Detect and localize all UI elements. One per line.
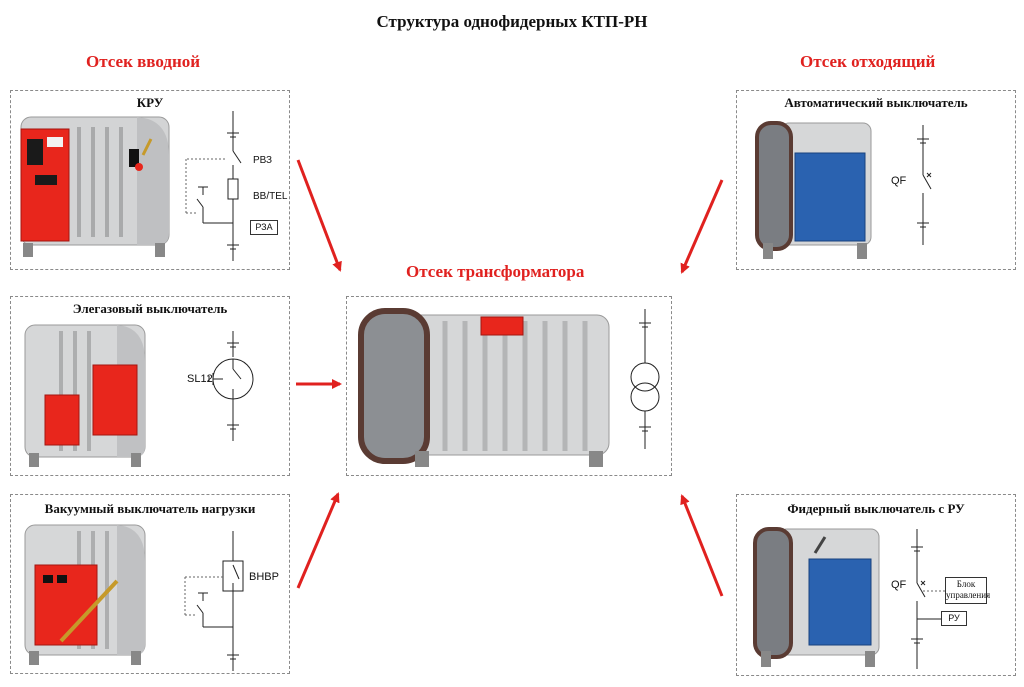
module-feeder-box: Фидерный выключатель с РУ QF Блок управл…	[736, 494, 1016, 676]
arrow-vacuum-to-transformer	[296, 492, 340, 589]
sf6-label-sl12: SL12	[187, 373, 213, 385]
module-vacuum-box: Вакуумный выключатель нагрузки ВНВР	[10, 494, 290, 674]
module-auto-caption: Автоматический выключатель	[784, 95, 968, 110]
transformer-tank-image	[358, 308, 610, 467]
auto-label-qf: QF	[891, 175, 907, 187]
module-kru-box: КРУ РВЗ ВВ/TEL РЗА	[10, 90, 290, 270]
feeder-label-control-block: Блок управления	[945, 577, 990, 604]
feeder-label-ru: РУ	[941, 611, 967, 626]
arrow-auto-to-transformer	[680, 179, 724, 274]
sf6-circuit-schematic	[208, 331, 254, 441]
diagram-title: Структура однофидерных КТП-РН	[376, 12, 648, 31]
feeder-circuit-schematic	[911, 529, 947, 669]
kru-label-rvz: РВЗ	[253, 155, 273, 166]
section-output-heading: Отсек отходящий	[800, 52, 936, 71]
kru-cabinet-image	[20, 116, 170, 257]
feeder-label-qf: QF	[891, 579, 907, 591]
module-sf6-caption: Элегазовый выключатель	[72, 301, 228, 316]
vacuum-label-vnvr: ВНВР	[249, 571, 279, 583]
arrow-kru-to-transformer	[296, 159, 342, 272]
transformer-box	[346, 296, 672, 476]
feeder-cabinet-image	[753, 527, 880, 667]
transformer-symbol	[630, 309, 660, 449]
sf6-cabinet-image	[24, 324, 146, 467]
section-input-heading: Отсек вводной	[86, 52, 201, 71]
vacuum-circuit-schematic	[184, 531, 244, 671]
arrow-feeder-to-transformer	[680, 494, 724, 597]
module-kru-caption: КРУ	[136, 95, 164, 110]
auto-cabinet-image	[755, 121, 872, 259]
module-sf6-box: Элегазовый выключатель SL12	[10, 296, 290, 476]
kru-circuit-schematic	[185, 111, 242, 261]
module-auto-box: Автоматический выключатель QF	[736, 90, 1016, 270]
section-transformer-heading: Отсек трансформатора	[406, 262, 585, 281]
kru-label-vv: ВВ/TEL	[253, 191, 288, 202]
module-vacuum-caption: Вакуумный выключатель нагрузки	[44, 501, 256, 516]
module-feeder-caption: Фидерный выключатель с РУ	[787, 501, 965, 516]
auto-circuit-schematic	[917, 125, 932, 245]
vacuum-cabinet-image	[24, 524, 146, 665]
kru-label-rza: РЗА	[250, 220, 278, 235]
